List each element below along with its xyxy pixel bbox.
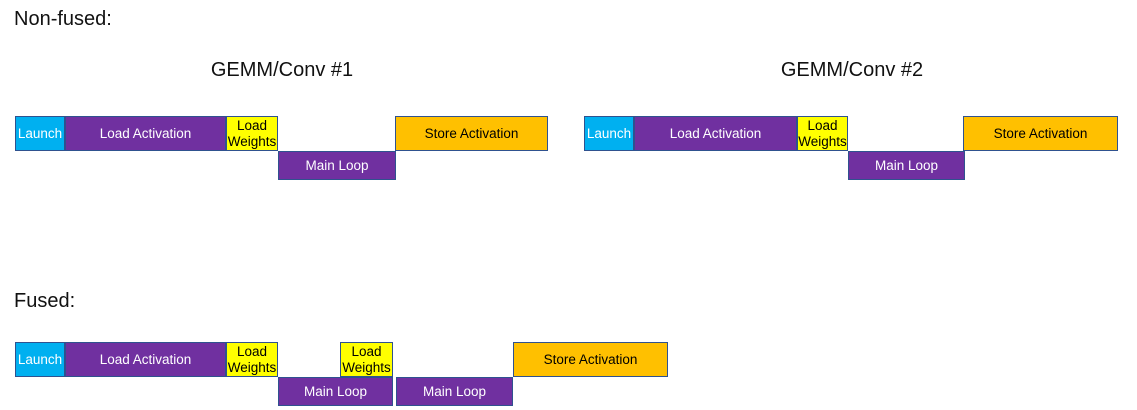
- nonfused-g1-load-activation: Load Activation: [65, 116, 226, 151]
- nonfused-g2-load-weights-label: Load Weights: [798, 118, 847, 149]
- fused-launch: Launch: [15, 342, 65, 377]
- fused-main-loop-1: Main Loop: [278, 377, 393, 406]
- nonfused-g2-launch-label: Launch: [586, 125, 632, 141]
- fused-store-activation: Store Activation: [513, 342, 668, 377]
- fused-launch-label: Launch: [17, 351, 63, 367]
- fused-main-loop-2: Main Loop: [396, 377, 513, 406]
- nonfused-g1-store-activation: Store Activation: [395, 116, 548, 151]
- fused-store-activation-label: Store Activation: [543, 351, 638, 367]
- nonfused-g1-main-loop: Main Loop: [278, 151, 396, 180]
- nonfused-section-label: Non-fused:: [14, 8, 112, 30]
- nonfused-g2-main-loop: Main Loop: [848, 151, 965, 180]
- fused-load-activation-label: Load Activation: [99, 351, 192, 367]
- nonfused-g1-load-weights: Load Weights: [226, 116, 278, 151]
- fused-section-label: Fused:: [14, 290, 76, 312]
- fused-main-loop-2-label: Main Loop: [422, 383, 487, 399]
- nonfused-g2-store-activation-label: Store Activation: [993, 125, 1088, 141]
- nonfused-g1-launch: Launch: [15, 116, 65, 151]
- nonfused-g1-launch-label: Launch: [17, 125, 63, 141]
- fused-load-weights-2: Load Weights: [340, 342, 393, 377]
- nonfused-g1-load-weights-label: Load Weights: [227, 118, 277, 149]
- gemm-conv-1-title: GEMM/Conv #1: [210, 59, 354, 81]
- fused-load-activation: Load Activation: [65, 342, 226, 377]
- nonfused-g2-main-loop-label: Main Loop: [874, 157, 939, 173]
- gemm-conv-2-title: GEMM/Conv #2: [780, 59, 924, 81]
- nonfused-g1-store-activation-label: Store Activation: [424, 125, 519, 141]
- fused-main-loop-1-label: Main Loop: [303, 383, 368, 399]
- nonfused-g1-load-activation-label: Load Activation: [99, 125, 192, 141]
- nonfused-g2-load-activation: Load Activation: [634, 116, 797, 151]
- nonfused-g1-main-loop-label: Main Loop: [305, 157, 369, 173]
- fused-load-weights-2-label: Load Weights: [342, 344, 391, 375]
- fused-load-weights-1: Load Weights: [226, 342, 278, 377]
- fused-load-weights-1-label: Load Weights: [227, 344, 277, 375]
- nonfused-g2-store-activation: Store Activation: [963, 116, 1118, 151]
- nonfused-g2-load-activation-label: Load Activation: [669, 125, 762, 141]
- nonfused-g2-load-weights: Load Weights: [797, 116, 848, 151]
- nonfused-g2-launch: Launch: [584, 116, 634, 151]
